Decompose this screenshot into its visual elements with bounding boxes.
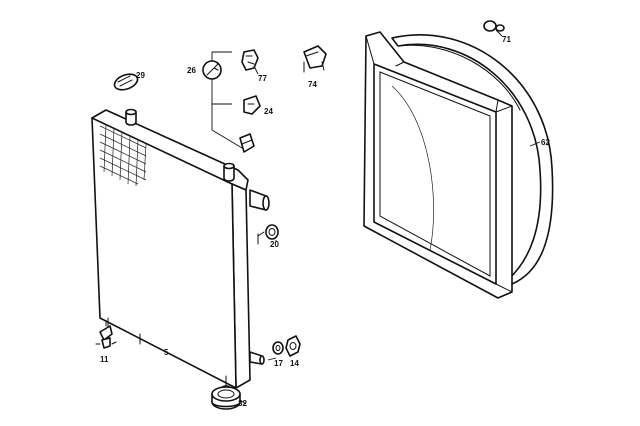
- clip-77: [241, 49, 259, 75]
- nut-14: [285, 335, 301, 357]
- plug-32: [211, 386, 247, 410]
- radiator: [91, 108, 270, 391]
- clip-24: [243, 95, 261, 115]
- label-24: 24: [264, 107, 273, 116]
- part-labels: 29 26 77 24 74 71 62 20 11 5 17 14 32: [100, 35, 550, 408]
- grommet-29: [113, 73, 139, 91]
- label-74: 74: [308, 80, 317, 89]
- clip-26: [202, 51, 243, 149]
- label-32: 32: [238, 399, 247, 408]
- label-29: 29: [136, 71, 145, 80]
- nut-71: [483, 20, 505, 37]
- bracket-small: [239, 133, 255, 153]
- leader-lines: [267, 141, 541, 361]
- fan-shroud: [363, 31, 554, 299]
- label-17: 17: [274, 359, 283, 368]
- label-14: 14: [290, 359, 299, 368]
- plug-20: [257, 224, 279, 240]
- label-11: 11: [100, 355, 109, 364]
- label-20: 20: [270, 240, 279, 249]
- spring-clip-74: [303, 45, 327, 73]
- label-5: 5: [164, 348, 169, 357]
- radiator-grille: [99, 123, 147, 187]
- washer-17: [272, 341, 284, 355]
- label-26: 26: [187, 66, 196, 75]
- label-62: 62: [541, 138, 550, 147]
- label-71: 71: [502, 35, 511, 44]
- drain-valve-11: [95, 321, 117, 349]
- label-77: 77: [258, 74, 267, 83]
